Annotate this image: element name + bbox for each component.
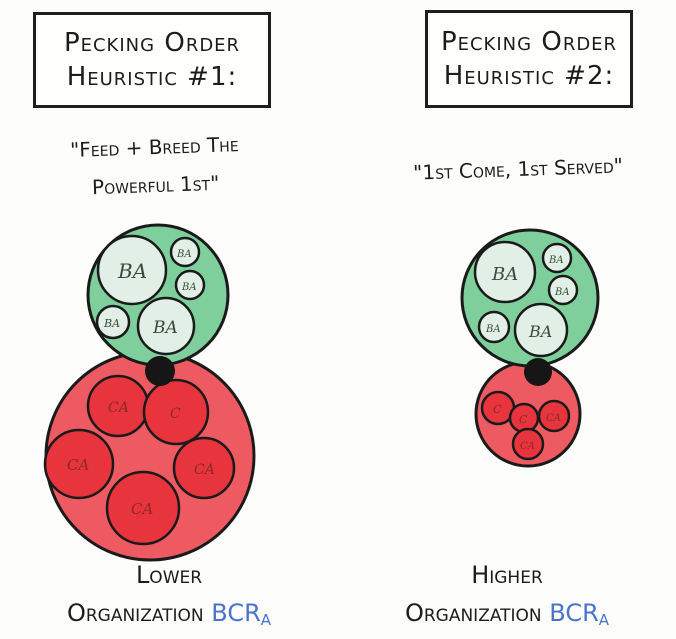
red-inner-circle (142, 378, 210, 446)
green-inner-circle (169, 236, 201, 268)
heuristic-1-outcome-line1: Lower (135, 561, 203, 589)
red-label: C (170, 406, 181, 422)
bcr-text: BCR (211, 599, 261, 627)
green-inner-circle (136, 296, 196, 356)
green-label: BA (528, 322, 552, 341)
junction-dot (145, 356, 175, 386)
heuristic-2-title-line1: Pecking Order (440, 27, 618, 57)
heuristic-2-outcome-line2: Organization BCRA (338, 594, 676, 639)
green-label: BA (491, 264, 518, 285)
heuristic-2-title-line2: Heuristic #2: (443, 61, 615, 91)
bcr-subscript: A (598, 611, 610, 629)
red-inner-circle (105, 470, 181, 546)
heuristic-2-cluster-diagram: C C CA CA BA BA BA BA BA (460, 228, 600, 468)
heuristic-1-outcome: Lower Organization BCRA (0, 556, 338, 639)
green-label: BA (152, 318, 178, 338)
heuristic-2-panel: Pecking Order Heuristic #2: "1st Come, 1… (338, 0, 676, 629)
heuristic-2-outcome: Higher Organization BCRA (338, 556, 676, 639)
red-label: CA (131, 500, 153, 518)
red-label: CA (67, 456, 89, 474)
green-label: BA (176, 249, 192, 260)
bcr-subscript: A (260, 611, 272, 629)
red-label: C (519, 413, 528, 426)
organization-word: Organization (66, 599, 204, 627)
red-label: CA (108, 400, 129, 416)
green-inner-circle (477, 310, 511, 344)
heuristic-1-title-box: Pecking Order Heuristic #1: (33, 12, 271, 108)
green-inner-circle (95, 304, 131, 340)
green-inner-circle (174, 269, 206, 301)
green-label: BA (548, 255, 564, 266)
red-label: CA (520, 441, 535, 452)
heuristic-1-title-line2: Heuristic #1: (66, 62, 238, 92)
red-inner-circle (511, 427, 545, 461)
green-inner-circle (473, 240, 537, 304)
green-inner-circle (96, 234, 168, 306)
green-label: BA (181, 282, 197, 293)
bcr-label: BCRA (211, 599, 272, 629)
heuristic-2-outcome-line1: Higher (471, 561, 543, 589)
green-inner-circle (541, 242, 573, 274)
junction-dot (524, 358, 552, 386)
heuristic-1-cluster-diagram: CA C CA CA CA BA BA BA BA BA (43, 223, 256, 562)
bcr-label: BCRA (549, 599, 610, 629)
green-inner-circle (547, 274, 579, 306)
organization-word: Organization (404, 599, 542, 627)
green-label: BA (103, 317, 120, 330)
green-label: BA (117, 259, 147, 283)
heuristic-1-panel: Pecking Order Heuristic #1: "Feed + Bree… (0, 0, 338, 629)
green-label: BA (554, 287, 570, 298)
red-label: C (493, 403, 502, 416)
heuristic-1-outcome-line2: Organization BCRA (0, 594, 338, 639)
heuristic-2-title-box: Pecking Order Heuristic #2: (425, 10, 633, 108)
green-label: BA (485, 324, 501, 335)
red-inner-circle (172, 436, 236, 500)
green-inner-circle (513, 302, 569, 358)
red-inner-circle (537, 399, 571, 433)
red-label: CA (546, 413, 561, 424)
red-label: CA (194, 462, 215, 478)
bcr-text: BCR (549, 599, 599, 627)
heuristic-1-title-line1: Pecking Order (63, 28, 241, 58)
red-inner-circle (43, 428, 115, 500)
